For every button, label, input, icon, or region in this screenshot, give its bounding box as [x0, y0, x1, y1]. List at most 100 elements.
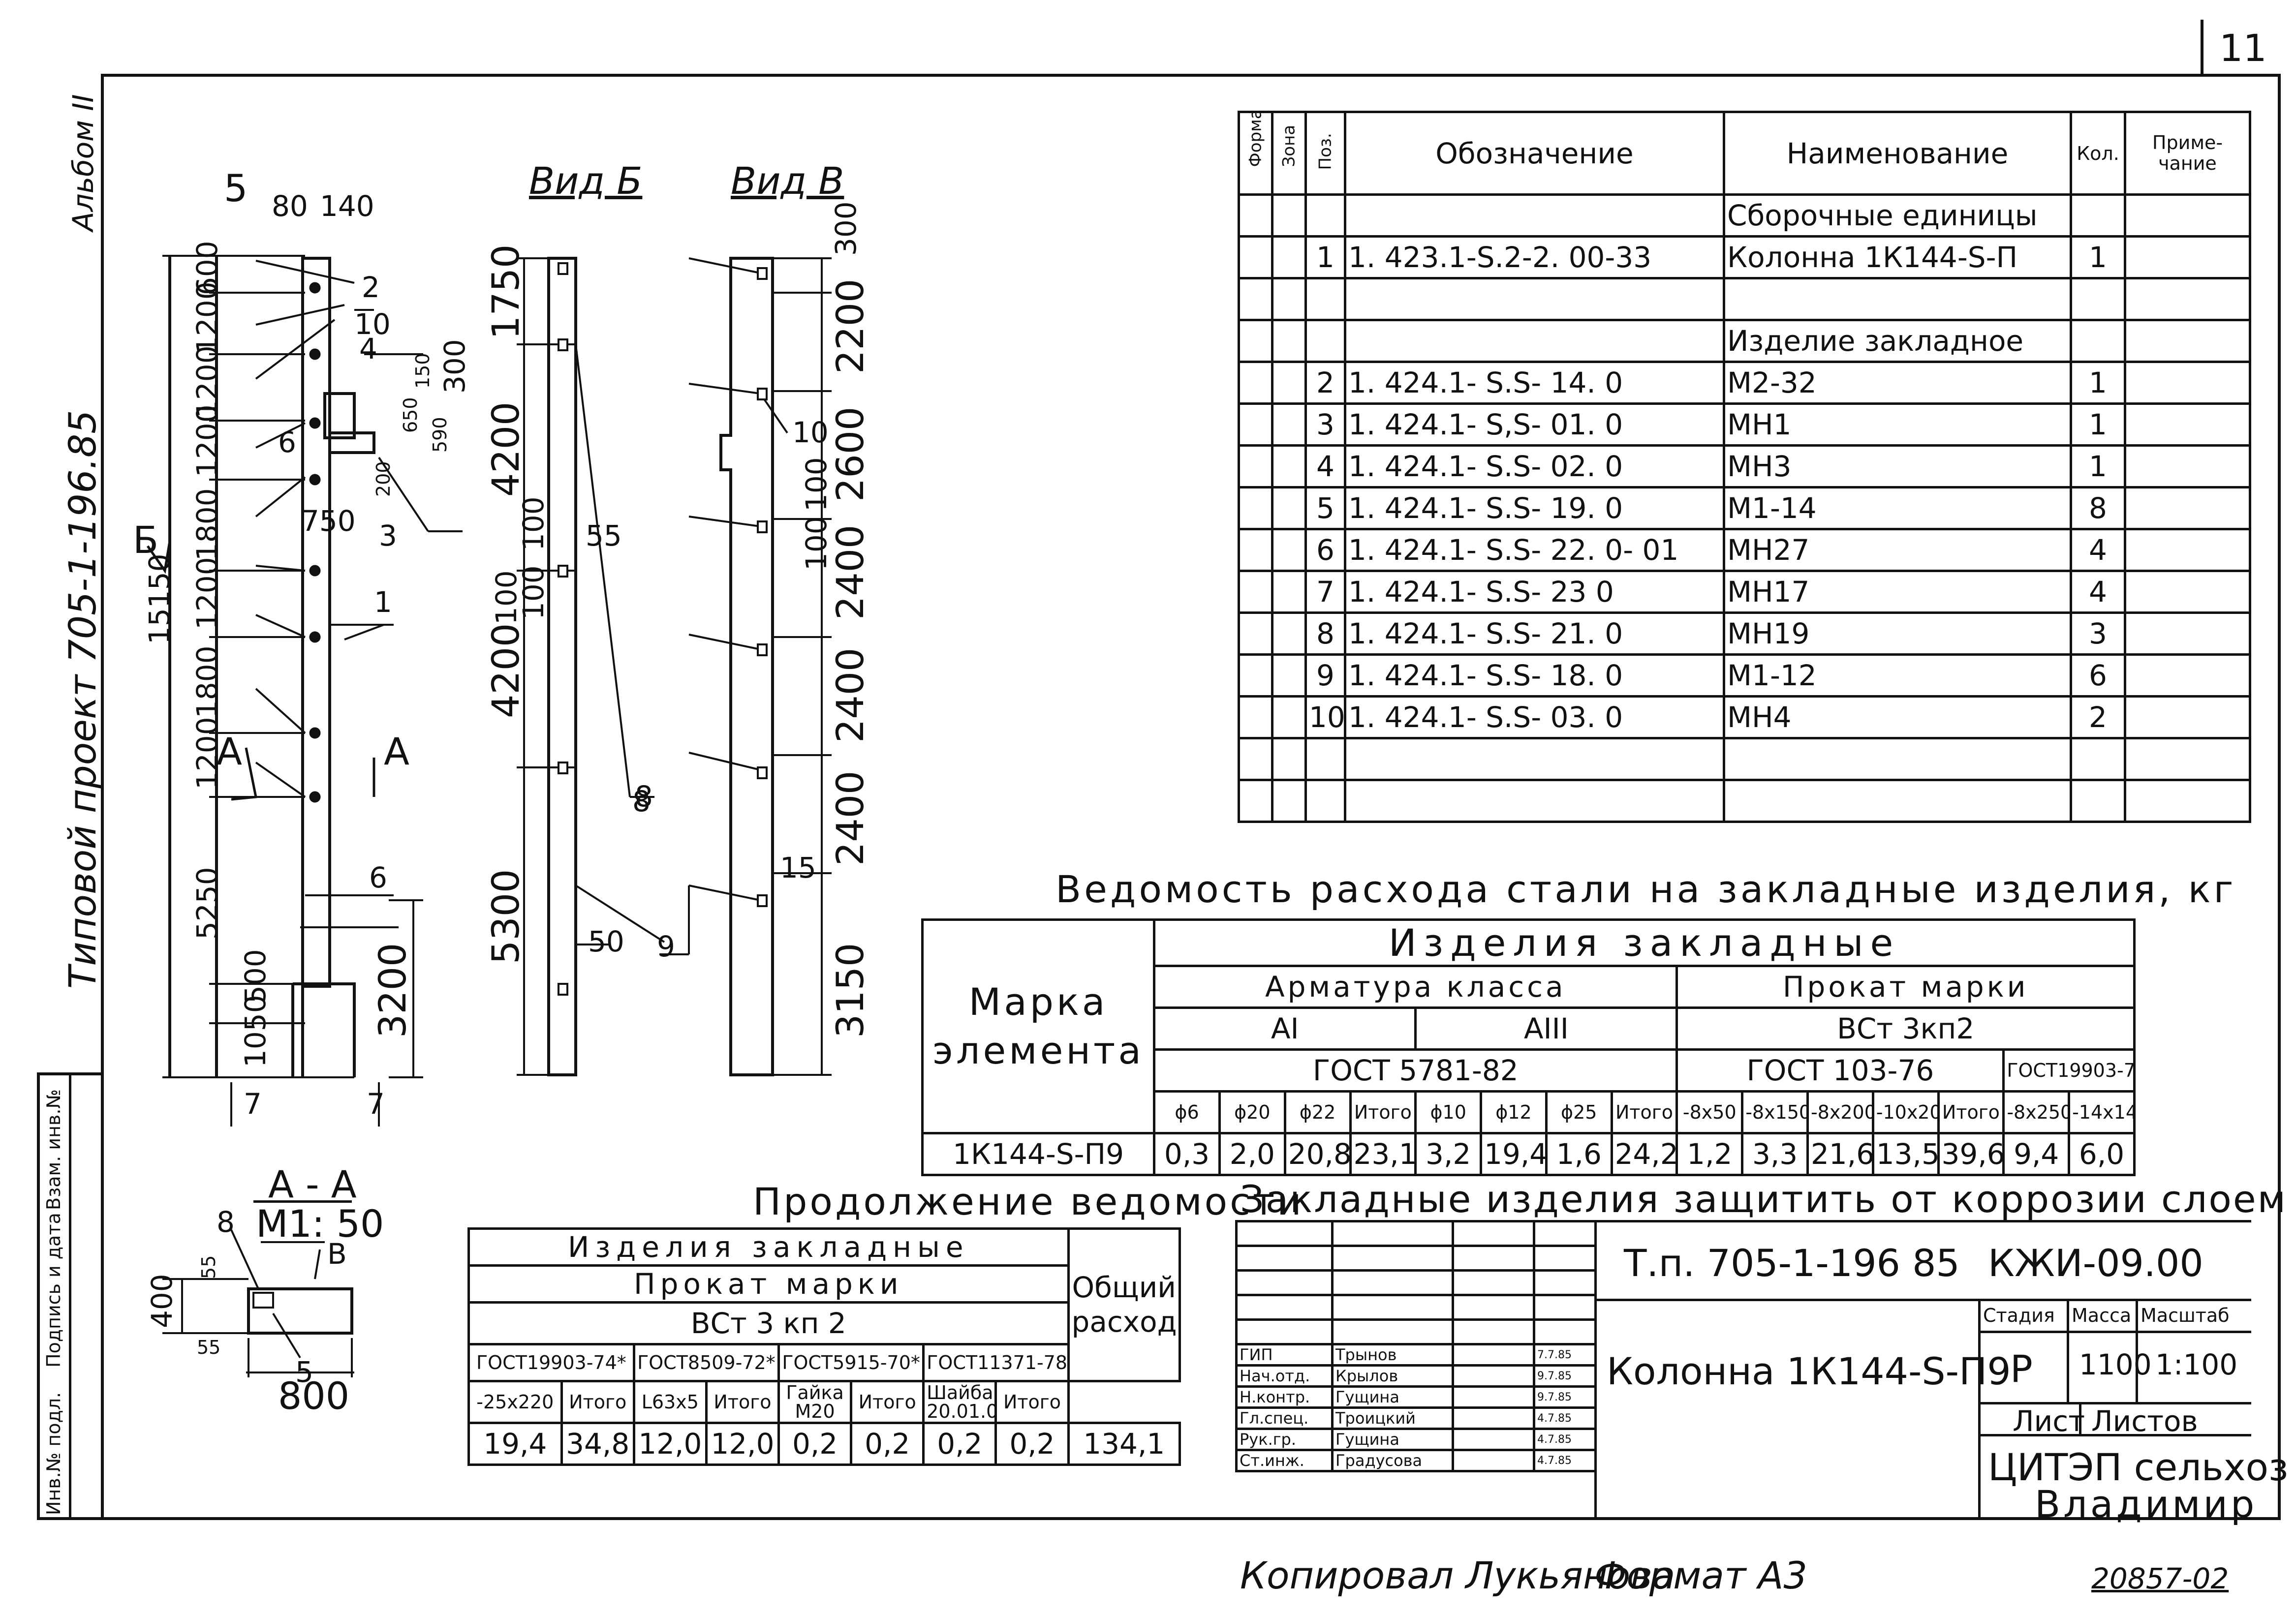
signature-date: 4.7.85 — [1533, 1449, 1597, 1472]
section-scale: М1: 50 — [256, 1202, 384, 1246]
steel-col-header: -14х140 — [2068, 1090, 2136, 1134]
pos-10: 10 — [354, 307, 391, 341]
view-b-label-9: 9 — [657, 930, 675, 963]
spec-qty — [2070, 319, 2126, 363]
steel-col-header: -10х200 — [1871, 1090, 1940, 1134]
spec-designation — [1344, 737, 1725, 781]
steel-col-header: Итого — [1937, 1090, 2005, 1134]
spec-designation: 1. 424.1- S.S- 14. 0 — [1344, 361, 1725, 405]
spec-designation: 1. 424.1- S.S- 22. 0- 01 — [1344, 528, 1725, 572]
spec-note — [2124, 402, 2251, 447]
spec-header-row: Формат Зона Поз. Обозначение Наименовани… — [1238, 111, 2251, 196]
view-v-label-10: 10 — [792, 416, 829, 449]
cont-gost-11371: ГОСТ11371-78 — [922, 1343, 1070, 1382]
signature-sign — [1452, 1428, 1535, 1451]
cont-value-cell: 0,2 — [994, 1422, 1070, 1466]
spec-qty: 1 — [2070, 402, 2126, 447]
spec-designation — [1344, 193, 1725, 238]
cont-col-header: L63х5 — [632, 1380, 708, 1424]
title-doc: КЖИ-09.00 — [1988, 1241, 2203, 1285]
view-mark-b: Б — [133, 518, 159, 562]
spec-format — [1238, 486, 1273, 530]
view-v-dim-2400-b: 2400 — [828, 647, 872, 743]
steel-gost-19903: ГОСТ19903-74* — [2002, 1048, 2136, 1093]
section-dim-55-top: 55 — [198, 1255, 219, 1279]
view-v-label-15: 15 — [780, 851, 816, 884]
sheet-number-box — [2201, 20, 2282, 76]
spec-format — [1238, 653, 1273, 698]
spec-zone — [1271, 444, 1307, 488]
spec-designation — [1344, 277, 1725, 321]
pos-3: 3 — [379, 519, 397, 552]
cont-value-cell: 0,2 — [922, 1422, 997, 1466]
spec-name: Сборочные единицы — [1723, 193, 2072, 238]
dim-650: 650 — [400, 397, 421, 433]
signature-role: Рук.гр. — [1235, 1428, 1334, 1451]
spec-zone — [1271, 277, 1307, 321]
spec-format — [1238, 193, 1273, 238]
spec-format — [1238, 235, 1273, 279]
spec-pos — [1304, 277, 1346, 321]
spec-format — [1238, 779, 1273, 823]
spec-designation: 1. 424.1- S,S- 01. 0 — [1344, 402, 1725, 447]
sheet-format: Формат А3 — [1594, 1554, 1807, 1597]
spec-qty — [2070, 193, 2126, 238]
dim-150: 150 — [412, 353, 434, 389]
cont-gost-19903: ГОСТ19903-74* — [467, 1343, 635, 1382]
spec-name: М1-14 — [1723, 486, 2072, 530]
spec-note — [2124, 361, 2251, 405]
steel-value-cell: 6,0 — [2068, 1132, 2136, 1176]
steel-col-header: ϕ6 — [1153, 1090, 1221, 1134]
title-org: ЦИТЭП сельхоз — [1988, 1445, 2289, 1489]
spec-qty: 3 — [2070, 611, 2126, 656]
cont-rolled-header: Прокат марки — [467, 1264, 1070, 1304]
steel-col-header: ϕ12 — [1480, 1090, 1548, 1134]
spec-pos — [1304, 319, 1346, 363]
spec-pos: 9 — [1304, 653, 1346, 698]
spec-qty: 2 — [2070, 695, 2126, 739]
signature-role: Ст.инж. — [1235, 1449, 1334, 1472]
title-scale-header: Масштаб — [2141, 1305, 2230, 1326]
steel-value-cell: 3,3 — [1741, 1132, 1809, 1176]
spec-h-note: Приме-чание — [2124, 111, 2251, 196]
pos-6-lower: 6 — [369, 861, 387, 894]
dim-5250: 5250 — [190, 867, 224, 940]
steel-mark-header: Марка элемента — [921, 918, 1156, 1134]
section-mark-a-right: А — [384, 730, 409, 773]
steel-table: Марка элемента Изделия закладные Арматур… — [921, 918, 2136, 1176]
spec-qty — [2070, 277, 2126, 321]
steel-armature-header: Арматура класса — [1153, 965, 1678, 1009]
dim-300: 300 — [438, 339, 471, 394]
spec-row — [1238, 737, 2251, 781]
margin-divider — [69, 1072, 71, 1520]
spec-pos — [1304, 193, 1346, 238]
view-v-dim-2400-a: 2400 — [828, 524, 872, 620]
view-v-dim-2400-c: 2400 — [828, 770, 872, 866]
view-b-label-8: 8 — [632, 785, 651, 818]
cont-gost-8509: ГОСТ8509-72* — [632, 1343, 780, 1382]
spec-note — [2124, 444, 2251, 488]
view-v-dim-300: 300 — [829, 201, 863, 256]
main-top-dim-80: 80 — [272, 189, 308, 223]
dim-200: 200 — [372, 461, 394, 497]
section-dim-400: 400 — [145, 1274, 179, 1328]
spec-note — [2124, 486, 2251, 530]
cont-group-header: Изделия закладные — [467, 1227, 1070, 1267]
signature-name: Крылов — [1331, 1364, 1454, 1388]
signature-name: Трынов — [1331, 1343, 1454, 1367]
spec-format — [1238, 361, 1273, 405]
spec-zone — [1271, 653, 1307, 698]
signature-date: 9.7.85 — [1533, 1364, 1597, 1388]
steel-col-header: Итого — [1349, 1090, 1417, 1134]
continuation-table: Изделия закладные Общий расход Прокат ма… — [467, 1227, 1181, 1466]
cont-col-header: Шайба 20.01.019 — [922, 1380, 997, 1424]
